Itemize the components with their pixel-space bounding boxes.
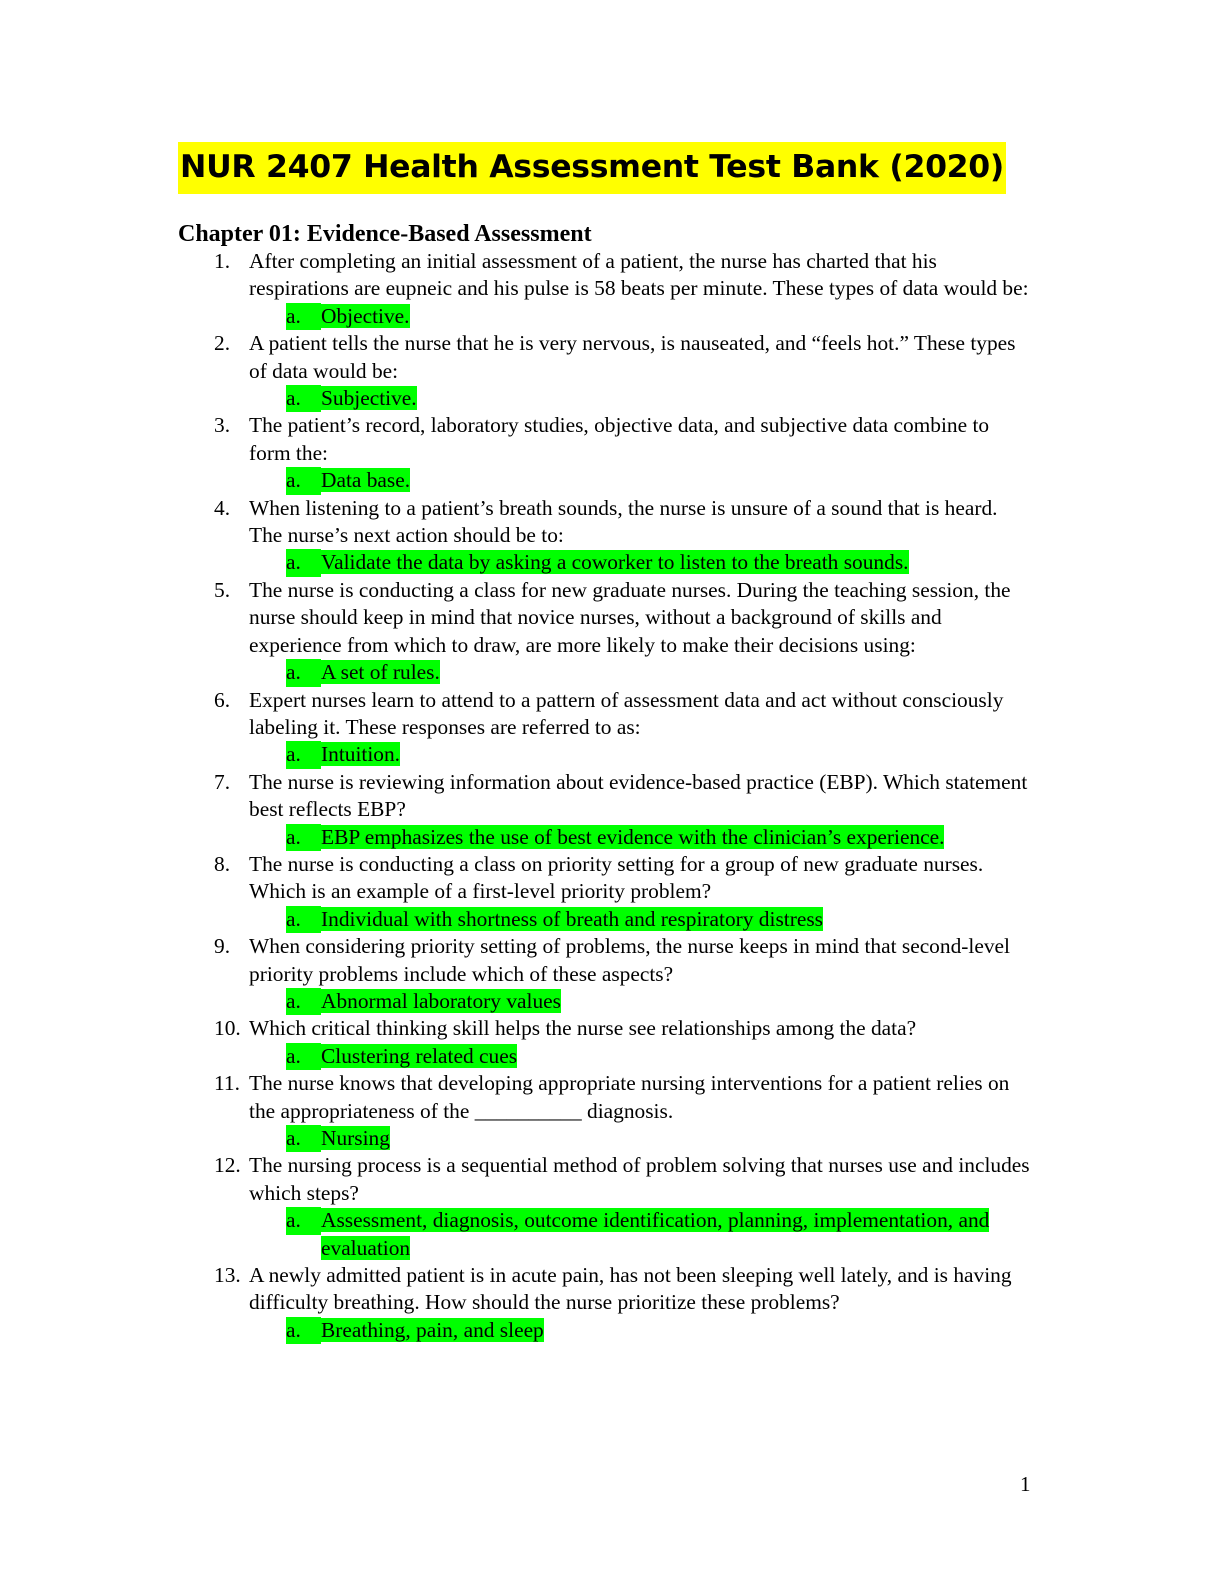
question-text: The nurse is conducting a class on prior…	[249, 851, 984, 904]
question-row: 9. When considering priority setting of …	[0, 933, 1034, 988]
question-row: 5. The nurse is conducting a class for n…	[0, 577, 1034, 659]
answer-row: a. Nursing	[0, 1125, 1026, 1153]
answer-text: Data base.	[321, 468, 411, 493]
question-number: 4.	[214, 495, 231, 520]
answer-row: a. Subjective.	[0, 385, 1026, 413]
answer-letter: a.	[286, 987, 321, 1016]
question-number: 13.	[214, 1263, 241, 1288]
answer-letter: a.	[286, 549, 321, 577]
question-number: 10.	[214, 1016, 241, 1041]
answer-letter: a.	[286, 1207, 321, 1235]
question-number: 6.	[214, 687, 231, 712]
question-text: The nursing process is a sequential meth…	[249, 1153, 1030, 1205]
question-item: 3. The patient’s record, laboratory stud…	[0, 412, 1224, 495]
question-text: The patient’s record, laboratory studies…	[249, 413, 990, 465]
answer-row: a. EBP emphasizes the use of best eviden…	[0, 823, 1026, 851]
question-list: 1. After completing an initial assessmen…	[0, 248, 1224, 1345]
question-item: 7. The nurse is reviewing information ab…	[0, 769, 1224, 851]
question-text: A newly admitted patient is in acute pai…	[249, 1263, 1012, 1315]
question-item: 5. The nurse is conducting a class for n…	[0, 577, 1224, 687]
question-row: 8. The nurse is conducting a class on pr…	[0, 851, 1034, 906]
answer-letter: a.	[286, 1316, 321, 1345]
question-text: After completing an initial assessment o…	[249, 249, 1029, 301]
answer-row: a. Abnormal laboratory values	[0, 987, 1026, 1016]
question-text: A patient tells the nurse that he is ver…	[249, 331, 1016, 383]
answer-row: a. Validate the data by asking a coworke…	[0, 549, 1026, 577]
page-number: 1	[1020, 1472, 1031, 1496]
question-number: 11.	[214, 1071, 240, 1096]
document-title: NUR 2407 Health Assessment Test Bank (20…	[178, 142, 1007, 194]
question-item: 12. The nursing process is a sequential …	[0, 1152, 1224, 1262]
question-row: 13. A newly admitted patient is in acute…	[0, 1262, 1034, 1317]
question-number: 8.	[214, 851, 231, 876]
answer-text: Intuition.	[321, 742, 401, 767]
answer-text: Breathing, pain, and sleep	[321, 1317, 544, 1342]
question-item: 8. The nurse is conducting a class on pr…	[0, 851, 1224, 934]
question-number: 9.	[214, 934, 231, 959]
question-row: 2. A patient tells the nurse that he is …	[0, 330, 1034, 385]
question-number: 1.	[214, 249, 231, 273]
answer-row: a. Objective.	[0, 302, 1026, 331]
answer-letter: a.	[286, 659, 321, 687]
answer-text: Subjective.	[321, 386, 417, 411]
answer-letter: a.	[286, 1042, 321, 1071]
answer-letter: a.	[286, 741, 321, 769]
question-text: When considering priority setting of pro…	[249, 934, 1010, 986]
question-row: 3. The patient’s record, laboratory stud…	[0, 412, 1034, 467]
answer-text: Validate the data by asking a coworker t…	[321, 550, 909, 575]
answer-letter: a.	[286, 385, 321, 413]
answer-row: a. Assessment, diagnosis, outcome identi…	[0, 1207, 1026, 1262]
answer-row: a. Data base.	[0, 467, 1026, 495]
question-item: 1. After completing an initial assessmen…	[0, 248, 1224, 331]
answer-row: a. Clustering related cues	[0, 1042, 1026, 1071]
answer-row: a. A set of rules.	[0, 659, 1026, 687]
question-text: The nurse knows that developing appropri…	[249, 1071, 1010, 1123]
answer-letter: a.	[286, 467, 321, 495]
answer-letter: a.	[286, 905, 321, 934]
answer-letter: a.	[286, 302, 321, 331]
question-row: 7. The nurse is reviewing information ab…	[0, 769, 1034, 824]
question-row: 6. Expert nurses learn to attend to a pa…	[0, 687, 1034, 742]
chapter-heading: Chapter 01: Evidence-Based Assessment	[178, 221, 592, 247]
answer-text: A set of rules.	[321, 660, 440, 685]
answer-text: Individual with shortness of breath and …	[321, 906, 823, 931]
question-text: When listening to a patient’s breath sou…	[249, 495, 998, 548]
question-number: 3.	[214, 413, 231, 438]
question-text: The nurse is conducting a class for new …	[249, 577, 1011, 657]
question-item: 9. When considering priority setting of …	[0, 933, 1224, 1016]
question-text: Which critical thinking skill helps the …	[249, 1016, 917, 1041]
question-row: 1. After completing an initial assessmen…	[0, 248, 1034, 303]
answer-text: Assessment, diagnosis, outcome identific…	[321, 1208, 990, 1260]
question-row: 12. The nursing process is a sequential …	[0, 1152, 1034, 1207]
question-row: 10. Which critical thinking skill helps …	[0, 1015, 1034, 1042]
question-item: 4. When listening to a patient’s breath …	[0, 495, 1224, 577]
question-item: 13. A newly admitted patient is in acute…	[0, 1262, 1224, 1345]
question-item: 2. A patient tells the nurse that he is …	[0, 330, 1224, 413]
question-number: 12.	[214, 1153, 241, 1178]
question-text: Expert nurses learn to attend to a patte…	[249, 687, 1004, 739]
answer-letter: a.	[286, 823, 321, 851]
question-item: 11. The nurse knows that developing appr…	[0, 1070, 1224, 1153]
question-item: 6. Expert nurses learn to attend to a pa…	[0, 687, 1224, 769]
question-number: 7.	[214, 769, 231, 794]
question-number: 2.	[214, 331, 231, 356]
answer-text: Abnormal laboratory values	[321, 988, 561, 1013]
answer-text: Clustering related cues	[321, 1043, 518, 1068]
question-row: 4. When listening to a patient’s breath …	[0, 495, 1034, 550]
answer-row: a. Intuition.	[0, 741, 1026, 769]
question-row: 11. The nurse knows that developing appr…	[0, 1070, 1034, 1125]
answer-text: Nursing	[321, 1126, 390, 1150]
answer-text: EBP emphasizes the use of best evidence …	[321, 824, 945, 849]
question-text: The nurse is reviewing information about…	[249, 769, 1028, 822]
answer-row: a. Breathing, pain, and sleep	[0, 1316, 1026, 1345]
answer-row: a. Individual with shortness of breath a…	[0, 905, 1026, 934]
answer-letter: a.	[286, 1125, 321, 1153]
question-item: 10. Which critical thinking skill helps …	[0, 1015, 1224, 1071]
question-number: 5.	[214, 577, 231, 602]
answer-text: Objective.	[321, 303, 410, 328]
